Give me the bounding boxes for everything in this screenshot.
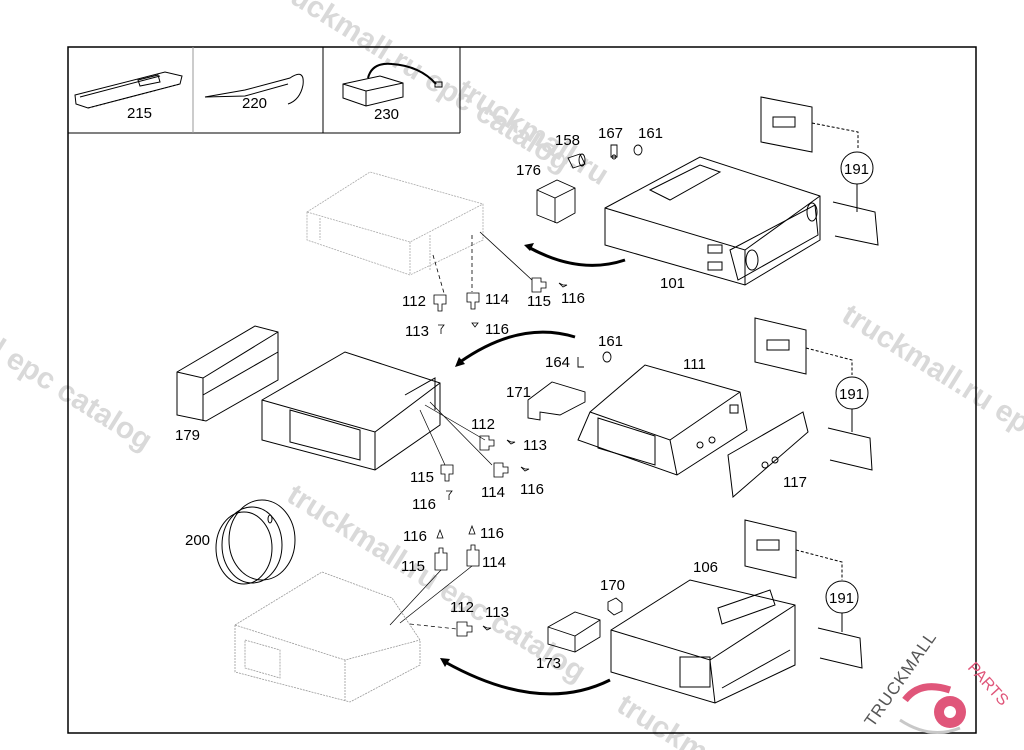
gear-icon: [899, 683, 966, 734]
logo-accent-text: PARTS: [964, 659, 1011, 709]
part-label[interactable]: 117: [783, 474, 807, 491]
part-label[interactable]: 111: [683, 356, 706, 373]
part-label[interactable]: 115: [401, 558, 425, 575]
part-label[interactable]: 173: [536, 655, 561, 672]
part-label[interactable]: 115: [410, 469, 434, 486]
accessory-boxes: [68, 47, 461, 134]
watermark: truckmall.ru epc catalog: [266, 0, 576, 179]
part-label[interactable]: 112: [471, 416, 495, 433]
part-label[interactable]: 171: [506, 384, 531, 401]
tachograph-housing-ghost: [234, 571, 421, 703]
truckmall-parts-logo: TRUCKMALL PARTS: [861, 628, 1011, 734]
card-icon[interactable]: [827, 427, 873, 471]
manual-booklet-icon[interactable]: [744, 519, 843, 580]
assembly-arrow: [529, 246, 626, 267]
part-label[interactable]: 113: [405, 323, 429, 340]
logo-text: TRUCKMALL: [861, 628, 941, 731]
part-label[interactable]: 114: [482, 554, 506, 571]
part-label[interactable]: 116: [403, 528, 427, 545]
part-label[interactable]: 164: [545, 354, 570, 371]
hook-tool-icon[interactable]: [204, 73, 304, 105]
faceplate-117[interactable]: [727, 411, 809, 498]
connector-icons: [433, 277, 568, 334]
assembly-arrow: [444, 660, 611, 696]
manual-booklet-icon[interactable]: [754, 317, 853, 375]
connector-icons: [440, 435, 530, 500]
part-label[interactable]: 191: [829, 590, 854, 607]
part-label[interactable]: 115: [527, 293, 551, 310]
reference-circle[interactable]: [835, 376, 869, 432]
part-label[interactable]: 116: [561, 290, 585, 307]
diagram-frame: [67, 46, 977, 734]
card-icon[interactable]: [817, 627, 863, 669]
tachograph-unit-106[interactable]: [610, 579, 796, 704]
assembly-arrow: [459, 330, 576, 364]
part-label[interactable]: 116: [485, 321, 509, 338]
part-label[interactable]: 191: [839, 386, 864, 403]
leader-lines: [432, 231, 533, 294]
part-label[interactable]: 114: [481, 484, 505, 501]
arrowhead: [440, 658, 450, 667]
part-label[interactable]: 116: [480, 525, 504, 542]
battery-pack-icon[interactable]: [342, 62, 443, 107]
part-label[interactable]: 170: [600, 577, 625, 594]
watermark: l epc catalog: [0, 333, 158, 457]
part-label[interactable]: 112: [450, 599, 474, 616]
small-parts: [527, 351, 612, 421]
part-label[interactable]: 230: [374, 106, 399, 123]
part-label[interactable]: 113: [485, 604, 509, 621]
part-label[interactable]: 200: [185, 532, 210, 549]
leader-lines: [389, 565, 473, 630]
part-label[interactable]: 112: [402, 293, 426, 310]
part-label[interactable]: 101: [660, 275, 685, 292]
arrowhead: [524, 243, 534, 251]
part-label[interactable]: 114: [485, 291, 509, 308]
part-label[interactable]: 179: [175, 427, 200, 444]
part-label[interactable]: 158: [555, 132, 580, 149]
part-label[interactable]: 116: [520, 481, 544, 498]
part-label[interactable]: 191: [844, 161, 869, 178]
part-label[interactable]: 161: [598, 333, 623, 350]
small-parts: [547, 597, 623, 653]
part-label[interactable]: 116: [412, 496, 436, 513]
part-label[interactable]: 220: [242, 95, 267, 112]
leader-lines: [419, 401, 493, 466]
tachograph-unit-111[interactable]: [577, 364, 748, 476]
tachograph-unit-101[interactable]: [604, 156, 821, 286]
small-parts: [536, 144, 643, 224]
key-tool-icon[interactable]: [74, 71, 183, 109]
part-label[interactable]: 106: [693, 559, 718, 576]
paper-roll-200[interactable]: [215, 499, 296, 585]
connector-icons: [434, 524, 492, 637]
arrowhead: [455, 357, 465, 367]
part-label[interactable]: 167: [598, 125, 623, 142]
part-label[interactable]: 161: [638, 125, 663, 142]
reference-circle[interactable]: [825, 580, 859, 632]
mounting-frame-179[interactable]: [176, 325, 279, 422]
part-label[interactable]: 215: [127, 105, 152, 122]
tachograph-housing[interactable]: [261, 351, 441, 471]
part-label[interactable]: 113: [523, 437, 547, 454]
card-icon[interactable]: [832, 201, 879, 246]
manual-booklet-icon[interactable]: [760, 96, 859, 153]
tachograph-housing-ghost: [306, 171, 484, 276]
part-label[interactable]: 176: [516, 162, 541, 179]
